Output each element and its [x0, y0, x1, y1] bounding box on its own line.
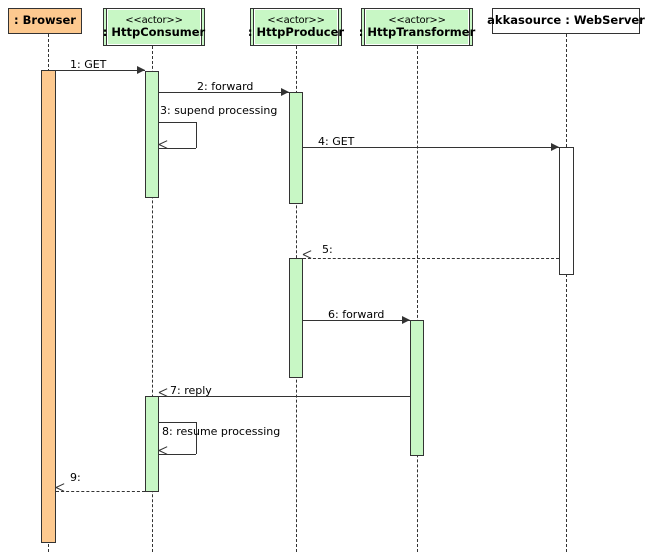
lifeline-header-browser[interactable]: : Browser: [8, 8, 82, 34]
message-label-4: 4: GET: [318, 135, 355, 148]
activation-bar-act-consumer-1: [145, 71, 159, 198]
lifeline-name-label: : HttpProducer: [247, 25, 345, 40]
message-label-6: 6: forward: [328, 308, 385, 321]
message-line-8-bottom: [159, 454, 196, 455]
message-arrowhead-3: [159, 144, 167, 152]
message-arrowhead-6: [402, 316, 410, 324]
message-line-5: [303, 258, 559, 259]
message-line-6: [303, 320, 410, 321]
lifeline-web-server: [566, 34, 567, 552]
message-arrowhead-2: [281, 88, 289, 96]
message-line-3-top: [159, 122, 196, 123]
message-label-5: 5:: [322, 243, 333, 256]
message-arrowhead-5: [303, 254, 311, 262]
lifeline-header-http-producer[interactable]: <<actor>>: HttpProducer: [248, 8, 344, 46]
message-line-2: [159, 92, 289, 93]
message-arrowhead-7: [159, 392, 167, 400]
message-line-7: [159, 396, 410, 397]
stereotype-label: <<actor>>: [388, 14, 446, 26]
message-arrowhead-4: [551, 143, 559, 151]
activation-bar-act-consumer-2: [145, 396, 159, 492]
message-label-8: 8: resume processing: [162, 425, 281, 438]
activation-bar-act-producer-2: [289, 258, 303, 378]
lifeline-header-web-server[interactable]: akkasource : WebServer: [487, 8, 645, 34]
message-label-9: 9:: [70, 471, 81, 484]
lifeline-name-label: : Browser: [14, 13, 76, 28]
lifeline-name-label: : HttpTransformer: [358, 25, 476, 40]
stereotype-label: <<actor>>: [125, 14, 183, 26]
activation-bar-act-transformer-1: [410, 320, 424, 456]
message-line-3-side: [196, 122, 197, 148]
message-line-8-side: [196, 422, 197, 454]
message-label-2: 2: forward: [197, 80, 254, 93]
message-arrowhead-1: [137, 66, 145, 74]
message-arrowhead-9: [56, 487, 64, 495]
message-line-1: [41, 70, 145, 71]
message-label-7: 7: reply: [170, 384, 212, 397]
message-label-3: 3: supend processing: [160, 104, 278, 117]
activation-bar-act-server-1: [559, 147, 574, 275]
message-line-3-bottom: [159, 148, 196, 149]
lifeline-header-http-transformer[interactable]: <<actor>>: HttpTransformer: [359, 8, 475, 46]
lifeline-http-consumer: [152, 46, 153, 552]
stereotype-label: <<actor>>: [267, 14, 325, 26]
message-line-8-top: [159, 422, 196, 423]
lifeline-name-label: akkasource : WebServer: [487, 13, 645, 28]
message-label-1: 1: GET: [70, 58, 107, 71]
lifeline-name-label: : HttpConsumer: [102, 25, 206, 40]
message-arrowhead-8: [159, 450, 167, 458]
lifeline-http-transformer: [417, 46, 418, 552]
message-line-4: [303, 147, 559, 148]
activation-bar-act-producer-1: [289, 92, 303, 204]
activation-bar-act-browser: [41, 70, 56, 543]
message-line-9: [56, 491, 145, 492]
lifeline-header-http-consumer[interactable]: <<actor>>: HttpConsumer: [102, 8, 206, 46]
